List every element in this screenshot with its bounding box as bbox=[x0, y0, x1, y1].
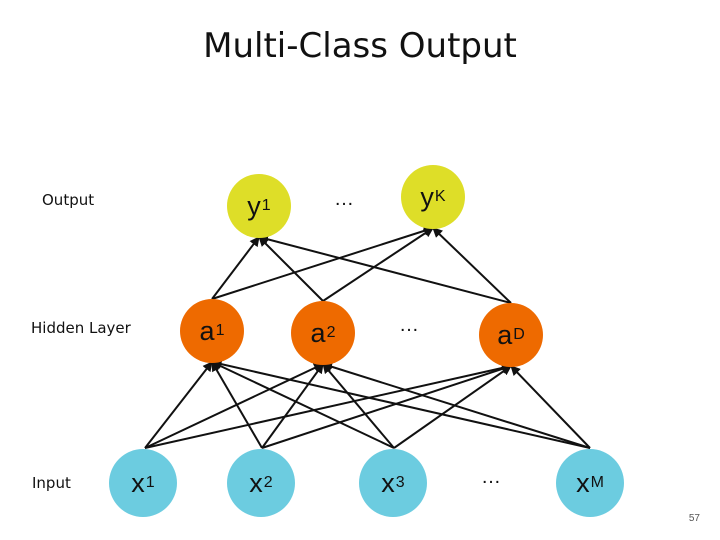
node-label-sub: M bbox=[590, 474, 604, 491]
node-label-sub: 2 bbox=[263, 474, 273, 491]
node-label-sub: 2 bbox=[326, 324, 336, 341]
node-label-base: a bbox=[497, 319, 513, 350]
node-label-base: x bbox=[576, 467, 590, 498]
hidden-ellipsis: … bbox=[399, 314, 420, 336]
connection-arrow bbox=[211, 359, 591, 449]
node-label-base: a bbox=[310, 317, 326, 348]
connection-arrow bbox=[144, 361, 213, 449]
node-label-sub: 3 bbox=[395, 474, 405, 491]
connection-arrow bbox=[258, 236, 324, 302]
connection-arrow bbox=[510, 365, 591, 449]
output-layer-label: Output bbox=[42, 191, 95, 209]
node-label-sub: D bbox=[513, 326, 525, 343]
node-label-base: y bbox=[420, 181, 434, 212]
connection-arrow bbox=[261, 364, 512, 449]
node-label-base: x bbox=[249, 467, 263, 498]
node-label-base: a bbox=[199, 315, 215, 346]
connection-arrow bbox=[322, 363, 395, 449]
connection-arrow bbox=[322, 227, 434, 302]
input-layer-label: Input bbox=[32, 474, 71, 492]
connection-arrow bbox=[258, 234, 512, 304]
node-label-sub: 1 bbox=[145, 474, 155, 491]
node-label-sub: 1 bbox=[215, 322, 225, 339]
input-ellipsis: … bbox=[481, 466, 502, 488]
connection-arrow bbox=[261, 363, 324, 449]
hidden-layer-label: Hidden Layer bbox=[31, 319, 131, 337]
connection-arrow bbox=[144, 363, 512, 449]
node-label-sub: K bbox=[434, 188, 446, 205]
node-label-base: x bbox=[381, 467, 395, 498]
connection-arrow bbox=[432, 227, 512, 304]
page-number: 57 bbox=[688, 513, 700, 524]
connection-arrow bbox=[393, 365, 512, 449]
slide-title: Multi-Class Output bbox=[203, 26, 517, 66]
node-label-sub: 1 bbox=[261, 197, 271, 214]
connection-arrow bbox=[211, 236, 260, 300]
connection-arrow bbox=[211, 361, 263, 449]
node-label-base: x bbox=[131, 467, 145, 498]
node-label-base: y bbox=[247, 190, 261, 221]
output-ellipsis: … bbox=[334, 188, 355, 210]
connection-arrow bbox=[144, 363, 324, 449]
connection-arrow bbox=[211, 225, 434, 300]
connection-arrow bbox=[211, 361, 395, 449]
connection-arrow bbox=[322, 361, 591, 449]
